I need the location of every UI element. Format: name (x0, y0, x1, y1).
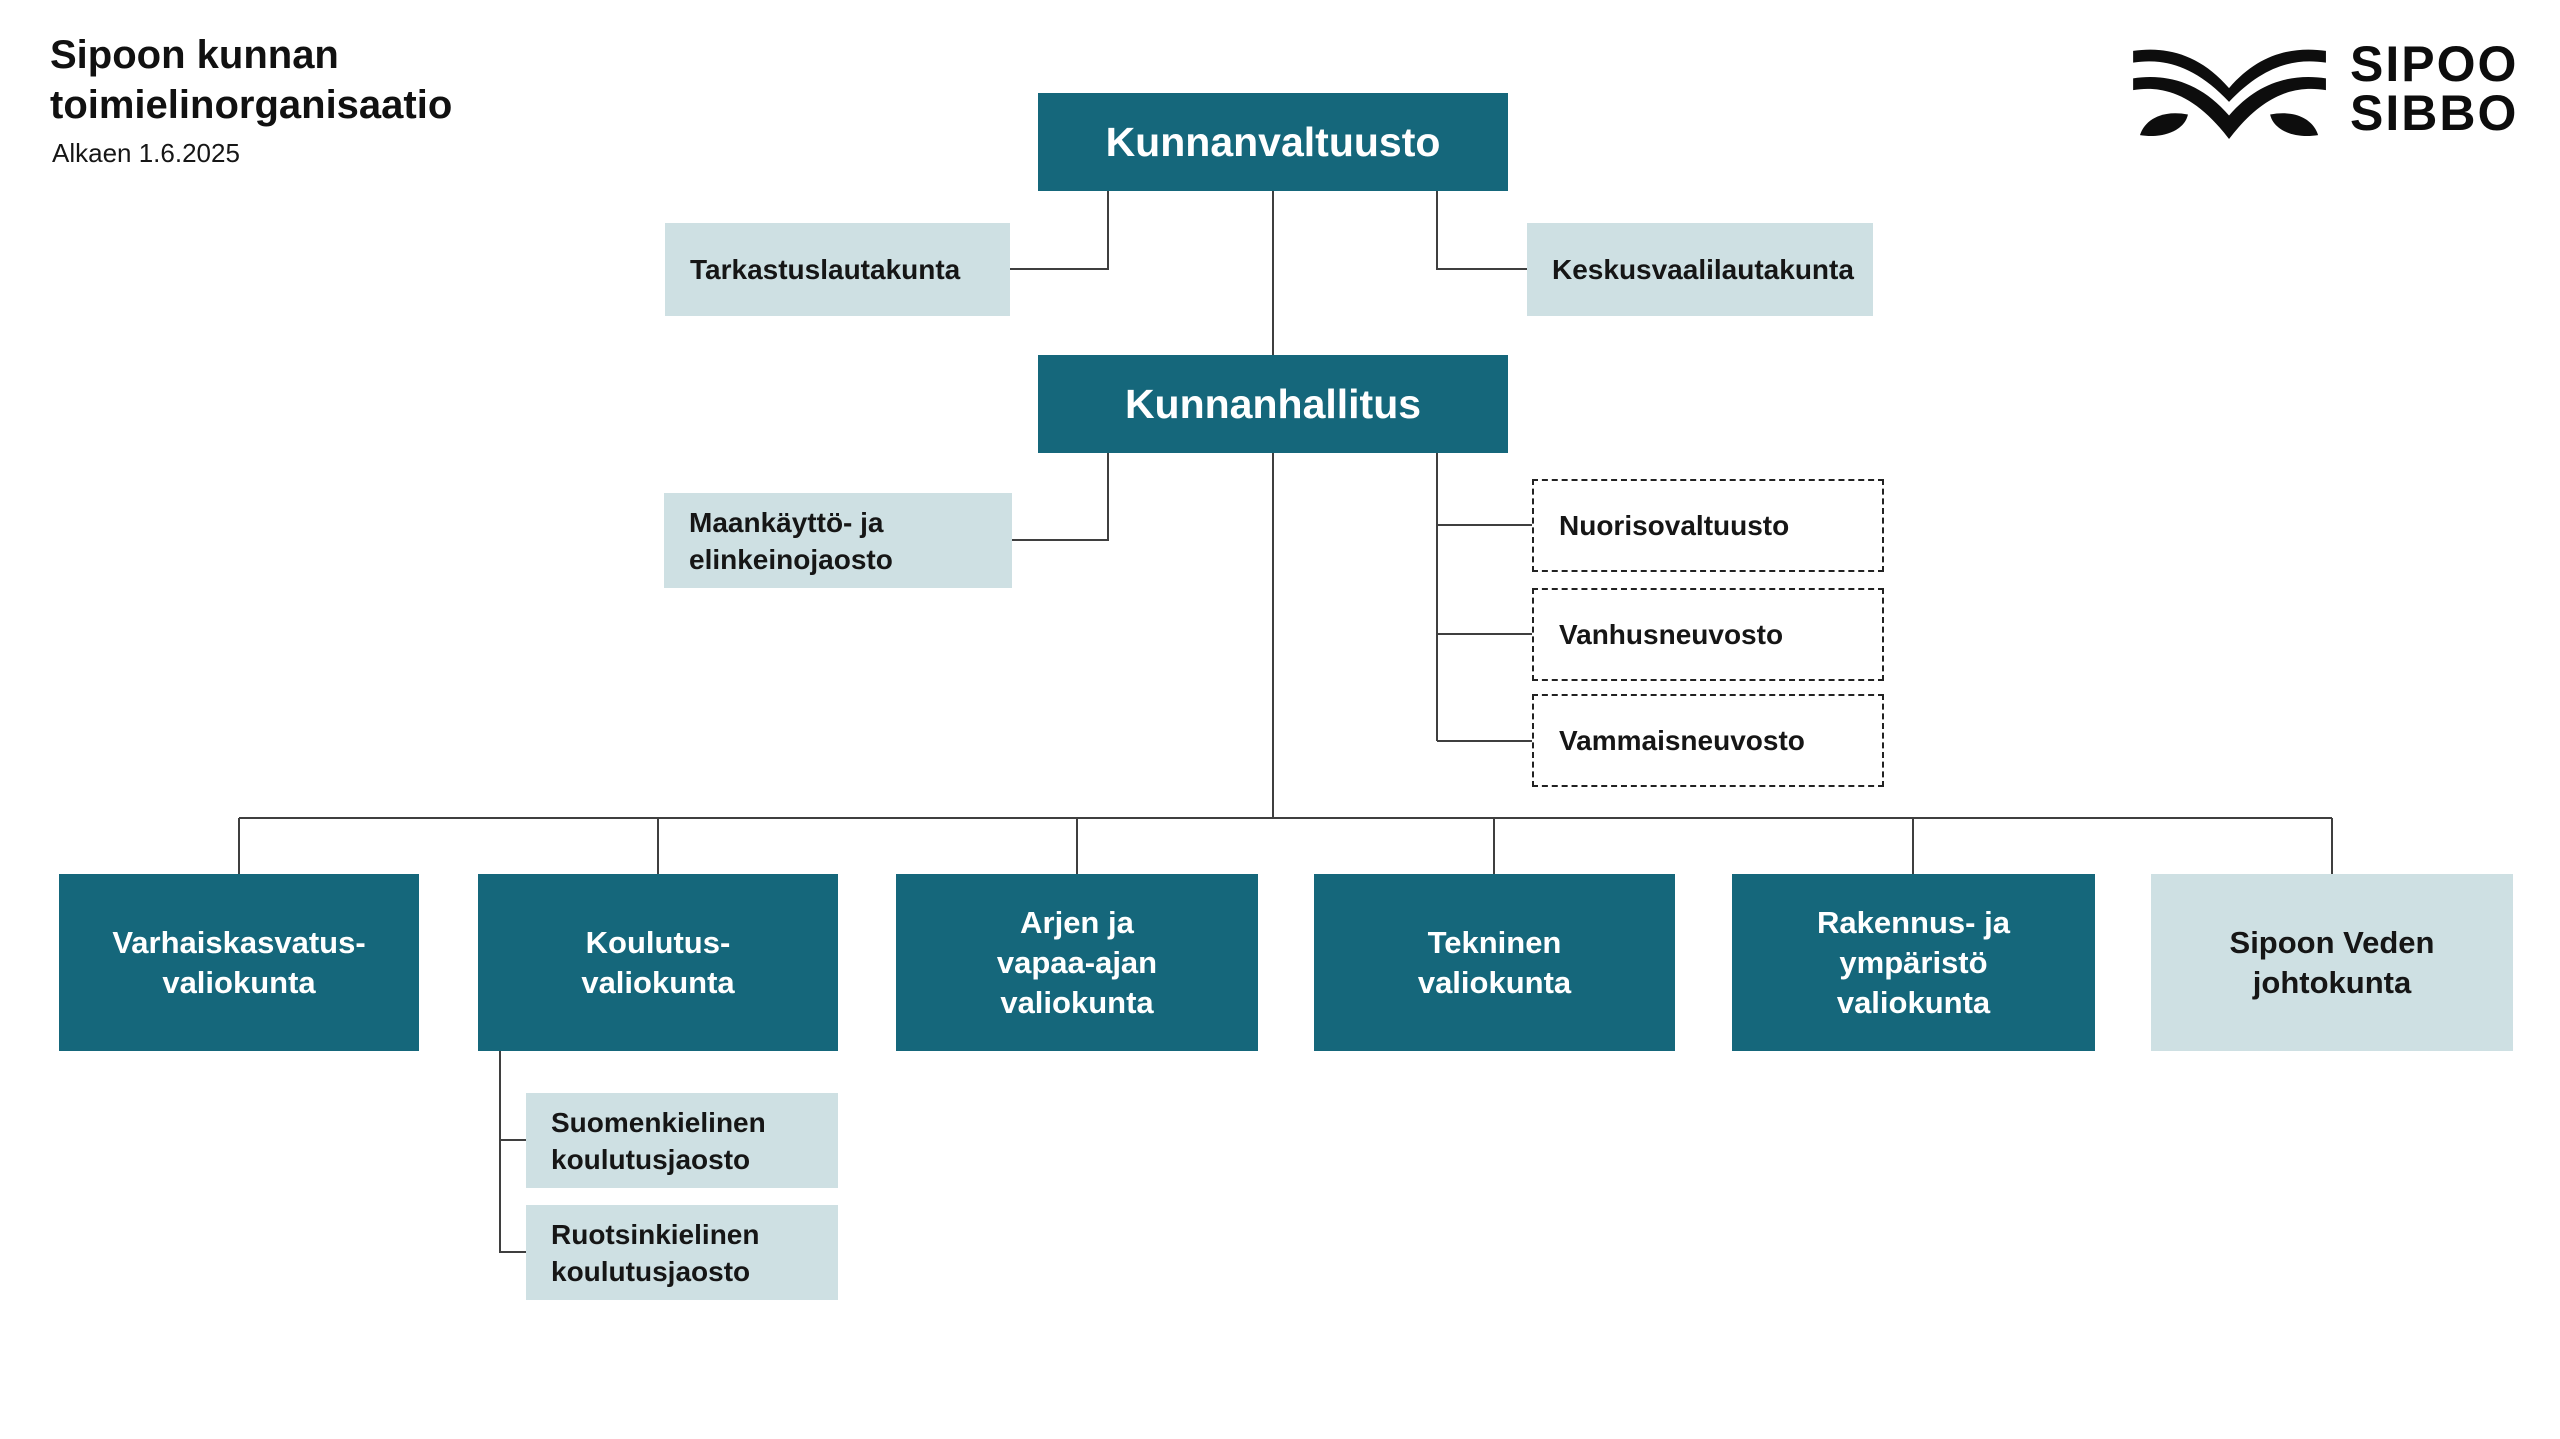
logo-line-sibbo: SIBBO (2350, 85, 2519, 141)
node-label: Sipoon Veden johtokunta (2229, 924, 2435, 1000)
node-arjen-ja-vapaa-ajan-valiokunta: Arjen ja vapaa-ajan valiokunta (896, 874, 1258, 1051)
page-title: Sipoon kunnan toimielinorganisaatio (50, 33, 453, 127)
node-label: Arjen ja vapaa-ajan valiokunta (996, 904, 1158, 1020)
node-tekninen-valiokunta: Tekninen valiokunta (1314, 874, 1675, 1051)
node-rakennus-ja-ymparistovaliokunta: Rakennus- ja ympäristö valiokunta (1732, 874, 2095, 1051)
sipoo-logo-icon (2133, 49, 2326, 140)
node-maankaytto-ja-elinkeinojaosto: Maankäyttö- ja elinkeinojaosto (664, 493, 1012, 588)
node-label: Varhaiskasvatus- valiokunta (112, 924, 366, 1000)
node-koulutusvaliokunta: Koulutus- valiokunta (478, 874, 838, 1051)
node-label: Suomenkielinen koulutusjaosto (551, 1106, 766, 1175)
node-vammaisneuvosto: Vammaisneuvosto (1532, 694, 1884, 787)
node-label: Ruotsinkielinen koulutusjaosto (551, 1218, 760, 1287)
node-kunnanvaltuusto: Kunnanvaltuusto (1038, 93, 1508, 191)
node-varhaiskasvatusvaliokunta: Varhaiskasvatus- valiokunta (59, 874, 419, 1051)
node-keskusvaalilautakunta: Keskusvaalilautakunta (1527, 223, 1873, 316)
node-label: Koulutus- valiokunta (581, 924, 735, 1000)
page-subtitle: Alkaen 1.6.2025 (52, 138, 240, 168)
node-label: Keskusvaalilautakunta (1552, 254, 1854, 285)
node-label: Kunnanhallitus (1124, 380, 1422, 427)
node-nuorisovaltuusto: Nuorisovaltuusto (1532, 479, 1884, 572)
node-label: Tekninen valiokunta (1417, 924, 1572, 1000)
node-suomenkielinen-koulutusjaosto: Suomenkielinen koulutusjaosto (526, 1093, 838, 1188)
node-label: Vammaisneuvosto (1559, 725, 1805, 756)
logo-line-sipoo: SIPOO (2350, 36, 2519, 92)
sipoo-logo-wordmark: SIPOO SIBBO (2350, 36, 2519, 141)
node-kunnanhallitus: Kunnanhallitus (1038, 355, 1508, 453)
node-sipoon-veden-johtokunta: Sipoon Veden johtokunta (2151, 874, 2513, 1051)
node-label: Maankäyttö- ja elinkeinojaosto (689, 506, 893, 575)
node-label: Vanhusneuvosto (1559, 619, 1784, 650)
node-label: Tarkastuslautakunta (690, 254, 961, 285)
node-ruotsinkielinen-koulutusjaosto: Ruotsinkielinen koulutusjaosto (526, 1205, 838, 1300)
node-vanhusneuvosto: Vanhusneuvosto (1532, 588, 1884, 681)
node-label: Nuorisovaltuusto (1559, 510, 1790, 541)
node-tarkastuslautakunta: Tarkastuslautakunta (665, 223, 1010, 316)
node-label: Rakennus- ja ympäristö valiokunta (1817, 904, 2010, 1020)
node-label: Kunnanvaltuusto (1105, 118, 1441, 165)
